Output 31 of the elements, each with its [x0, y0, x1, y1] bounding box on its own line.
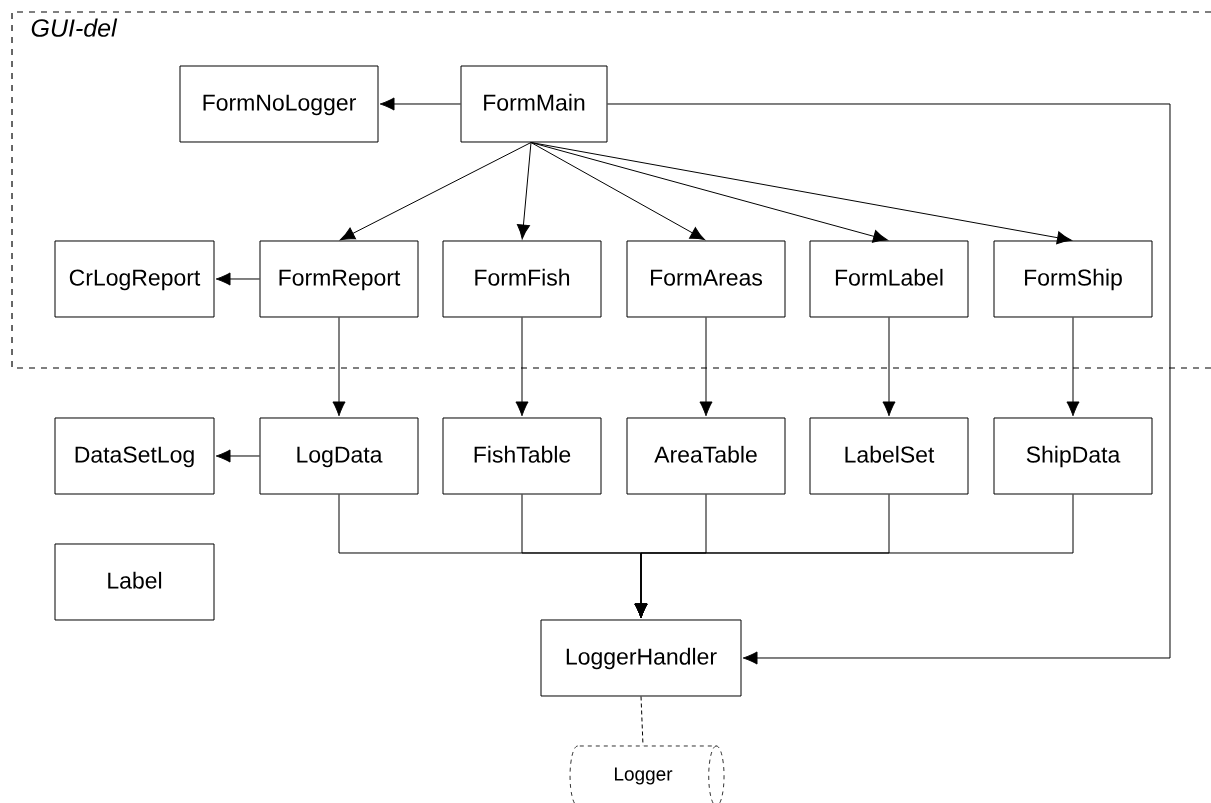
arrow: [515, 317, 529, 417]
arrow: [607, 103, 1171, 665]
class-box: FormLabel: [809, 240, 969, 318]
arrow: [516, 142, 532, 240]
arrow: [379, 97, 461, 111]
class-box: FormAreas: [626, 240, 786, 318]
class-box: FormNoLogger: [179, 65, 379, 143]
arrow: [634, 494, 1074, 619]
class-box: AreaTable: [626, 417, 786, 495]
class-box: LoggerHandler: [540, 619, 742, 697]
class-box: CrLogReport: [54, 240, 215, 318]
arrow: [215, 272, 260, 286]
class-box: DataSetLog: [54, 417, 215, 495]
class-box: FormFish: [442, 240, 602, 318]
arrow: [699, 317, 713, 417]
arrow: [340, 142, 532, 241]
class-box: FormReport: [259, 240, 419, 318]
arrow: [530, 142, 888, 243]
class-box: FormShip: [993, 240, 1153, 318]
arrow: [530, 142, 1072, 245]
class-box: FormMain: [460, 65, 608, 143]
arrow: [1066, 317, 1080, 417]
class-box: ShipData: [993, 417, 1153, 495]
arrow: [882, 317, 896, 417]
arrow: [215, 449, 260, 463]
class-box: FishTable: [442, 417, 602, 495]
class-box: Label: [54, 543, 215, 621]
class-box: LogData: [259, 417, 419, 495]
arrow: [530, 142, 705, 241]
arrow: [332, 317, 346, 417]
class-box: LabelSet: [809, 417, 969, 495]
